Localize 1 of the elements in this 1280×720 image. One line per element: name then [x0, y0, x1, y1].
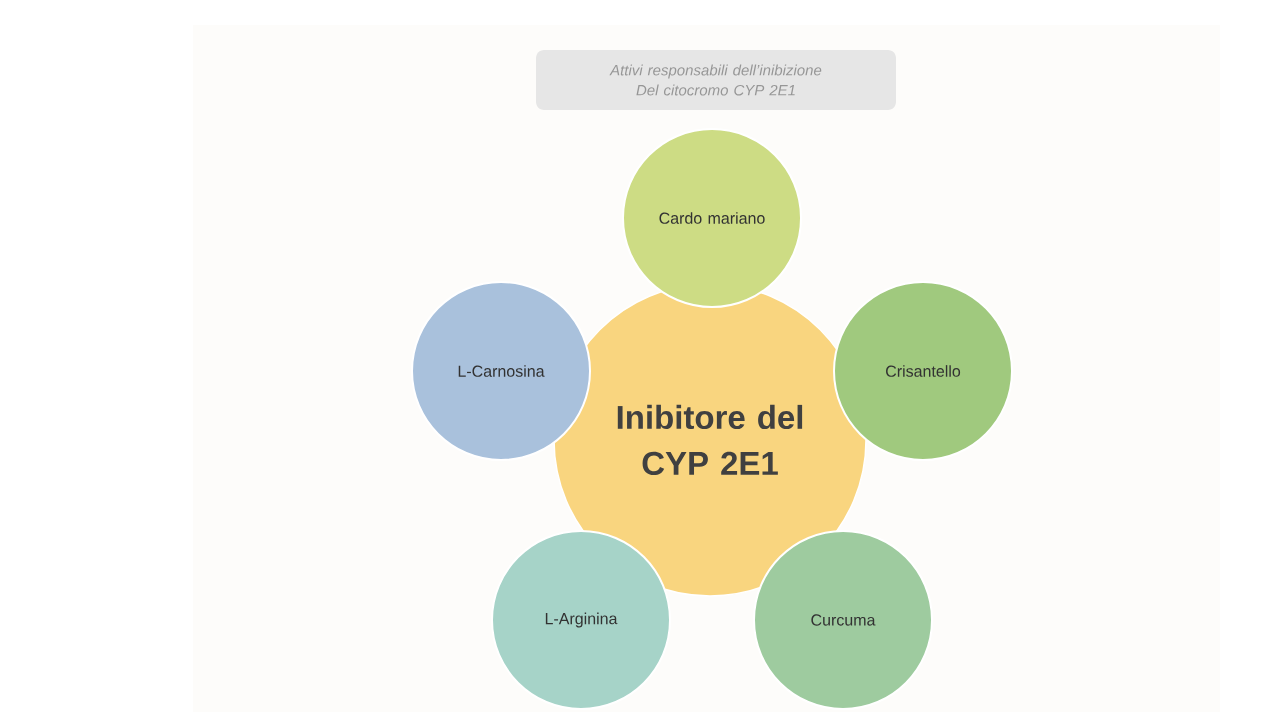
- title-box: Attivi responsabili dell’inibizione Del citocromo CYP 2E1: [536, 50, 896, 110]
